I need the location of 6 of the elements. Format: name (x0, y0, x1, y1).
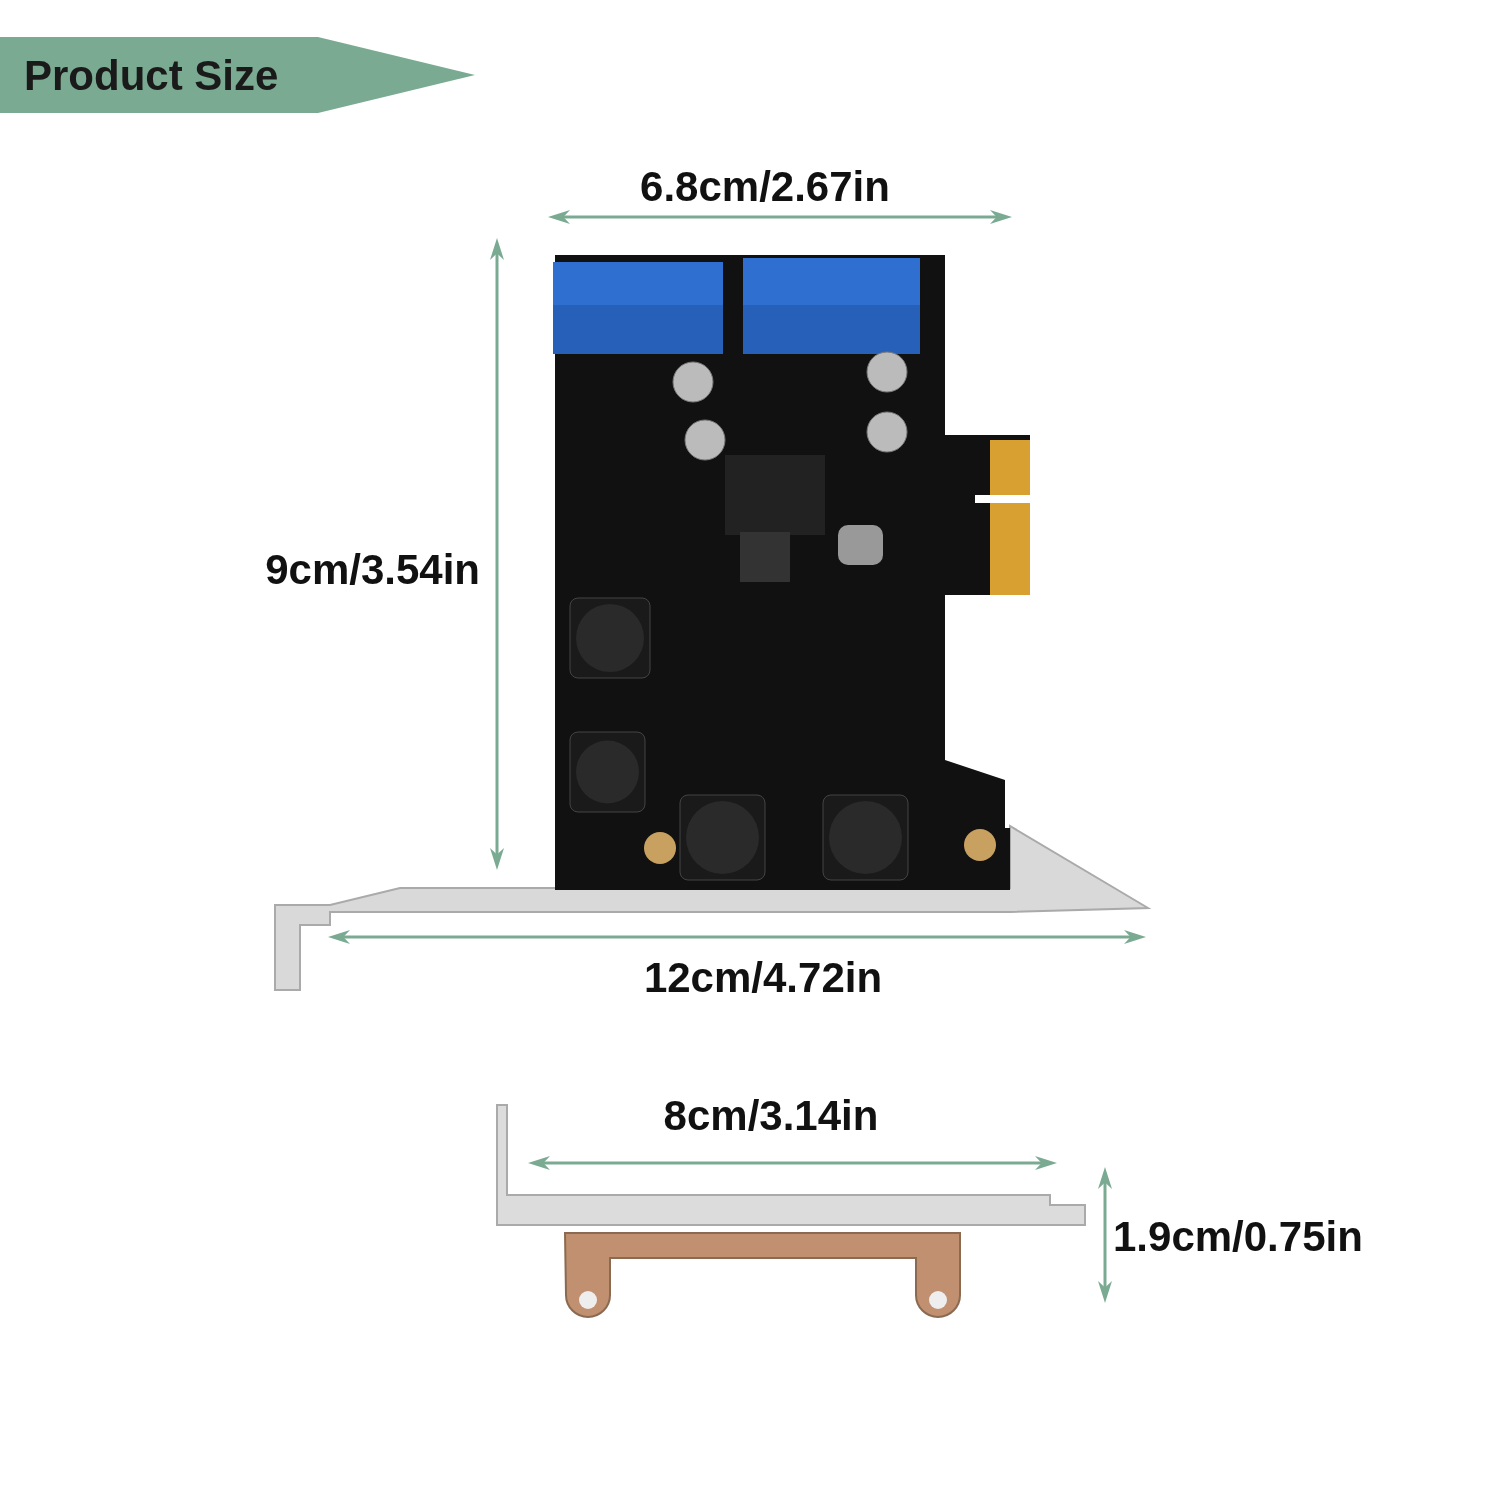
title: Product Size (24, 52, 279, 100)
dimension-label: 9cm/3.54in (264, 545, 480, 595)
dimension-label: 1.9cm/0.75in (1113, 1212, 1364, 1262)
dimension-label: 8cm/3.14in (662, 1091, 880, 1141)
dimension-label: 12cm/4.72in (642, 953, 884, 1003)
dimension-label: 6.8cm/2.67in (639, 162, 891, 212)
